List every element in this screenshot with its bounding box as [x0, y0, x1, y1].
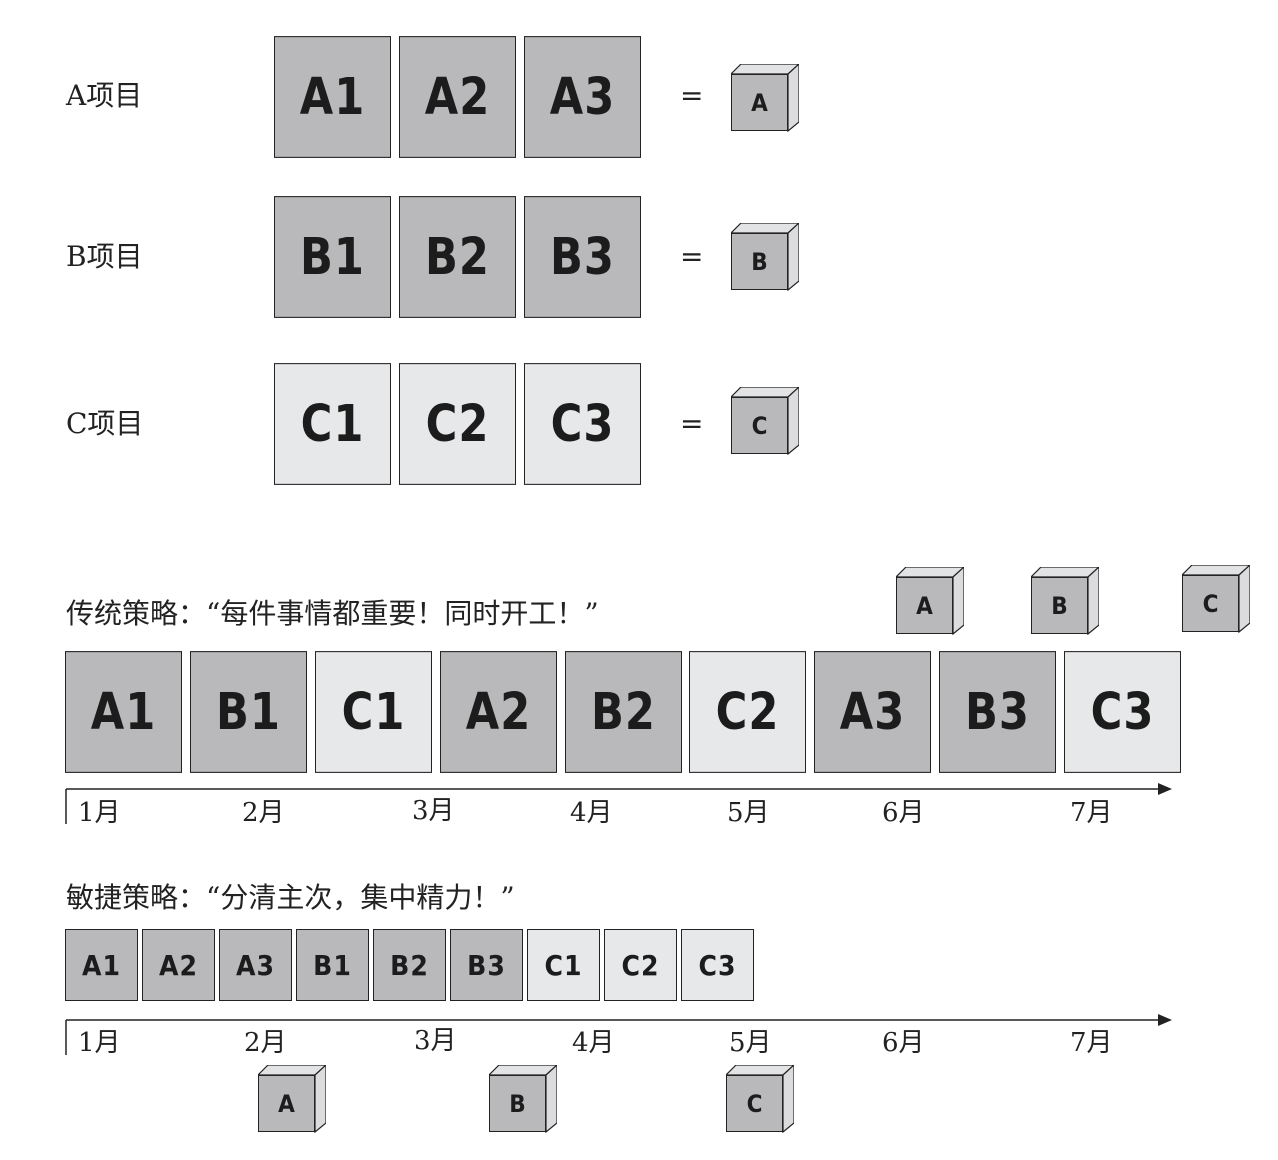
month-label: 4月 [570, 798, 613, 828]
equals-sign: = [680, 240, 704, 273]
task-tile: B1 [274, 196, 391, 318]
task-tile: A1 [274, 36, 391, 158]
traditional-title: 传统策略：“每件事情都重要！同时开工！” [66, 597, 599, 630]
month-label: 6月 [882, 1028, 925, 1058]
deliverable-cube-icon: B [489, 1065, 557, 1133]
month-label: 2月 [242, 798, 285, 828]
deliverable-cube-icon: C [726, 1065, 794, 1133]
project-label: A项目 [66, 79, 143, 112]
task-tile: A3 [814, 651, 931, 773]
deliverable-cube-icon: A [896, 567, 964, 635]
month-label: 3月 [414, 1026, 457, 1056]
timeline-axis [65, 1014, 1172, 1055]
task-tile: B2 [373, 929, 446, 1001]
cube-label: A [896, 577, 953, 634]
task-tile: C1 [315, 651, 432, 773]
equals-sign: = [680, 79, 704, 112]
task-tile: B3 [524, 196, 641, 318]
cube-label: C [726, 1075, 783, 1132]
deliverable-cube-icon: C [1182, 565, 1250, 633]
cube-label: A [731, 74, 788, 131]
task-tile: B2 [399, 196, 516, 318]
task-tile: C2 [689, 651, 806, 773]
cube-label: C [731, 397, 788, 454]
month-label: 4月 [572, 1028, 615, 1058]
task-tile: A2 [399, 36, 516, 158]
task-tile: A3 [219, 929, 292, 1001]
equals-sign: = [680, 407, 704, 440]
task-tile: C1 [527, 929, 600, 1001]
task-tile: C3 [1064, 651, 1181, 773]
deliverable-cube-icon: B [731, 223, 799, 291]
month-label: 5月 [729, 1028, 772, 1058]
cube-label: B [731, 233, 788, 290]
task-tile: B2 [565, 651, 682, 773]
timeline-axis [65, 783, 1172, 824]
task-tile: B3 [939, 651, 1056, 773]
task-tile: C3 [524, 363, 641, 485]
month-label: 1月 [78, 1028, 121, 1058]
month-label: 5月 [727, 798, 770, 828]
cube-label: A [258, 1075, 315, 1132]
month-label: 2月 [244, 1028, 287, 1058]
month-label: 7月 [1070, 1028, 1113, 1058]
cube-label: B [1031, 577, 1088, 634]
month-label: 6月 [882, 798, 925, 828]
task-tile: C2 [604, 929, 677, 1001]
cube-label: C [1182, 575, 1239, 632]
task-tile: A1 [65, 651, 182, 773]
month-label: 7月 [1070, 798, 1113, 828]
task-tile: A3 [524, 36, 641, 158]
month-label: 3月 [412, 796, 455, 826]
deliverable-cube-icon: B [1031, 567, 1099, 635]
task-tile: A2 [440, 651, 557, 773]
task-tile: C2 [399, 363, 516, 485]
project-label: C项目 [66, 407, 144, 440]
month-label: 1月 [78, 798, 121, 828]
deliverable-cube-icon: A [731, 64, 799, 132]
task-tile: A1 [65, 929, 138, 1001]
task-tile: A2 [142, 929, 215, 1001]
deliverable-cube-icon: A [258, 1065, 326, 1133]
task-tile: B1 [190, 651, 307, 773]
cube-label: B [489, 1075, 546, 1132]
agile-title: 敏捷策略：“分清主次，集中精力！” [66, 881, 515, 914]
task-tile: C3 [681, 929, 754, 1001]
task-tile: B1 [296, 929, 369, 1001]
task-tile: C1 [274, 363, 391, 485]
task-tile: B3 [450, 929, 523, 1001]
deliverable-cube-icon: C [731, 387, 799, 455]
project-label: B项目 [66, 240, 143, 273]
